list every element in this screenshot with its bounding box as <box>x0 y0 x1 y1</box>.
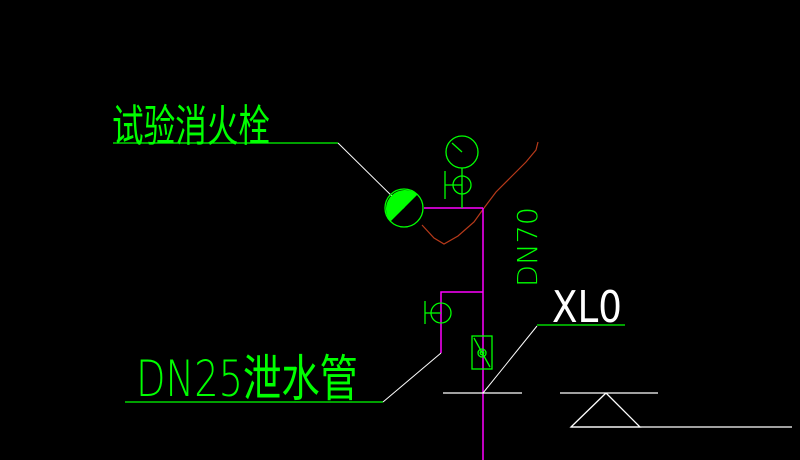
riser-size-label: DN70 <box>511 207 544 287</box>
break-line <box>421 141 539 245</box>
drain-pipe-label: DN25泄水管 <box>136 350 358 408</box>
drain-valve-icon <box>424 301 452 324</box>
pressure-gauge-icon <box>445 135 479 208</box>
flow-switch-icon <box>471 335 493 370</box>
hydrant-icon <box>384 188 424 228</box>
riser-id-leader <box>482 325 538 394</box>
elevation-marker-icon <box>560 392 792 428</box>
test-hydrant-label: 试验消火栓 <box>112 101 270 152</box>
drain-pipe-leader <box>382 352 442 403</box>
gauge-valve-icon <box>444 171 472 199</box>
riser-pipe <box>424 207 484 460</box>
